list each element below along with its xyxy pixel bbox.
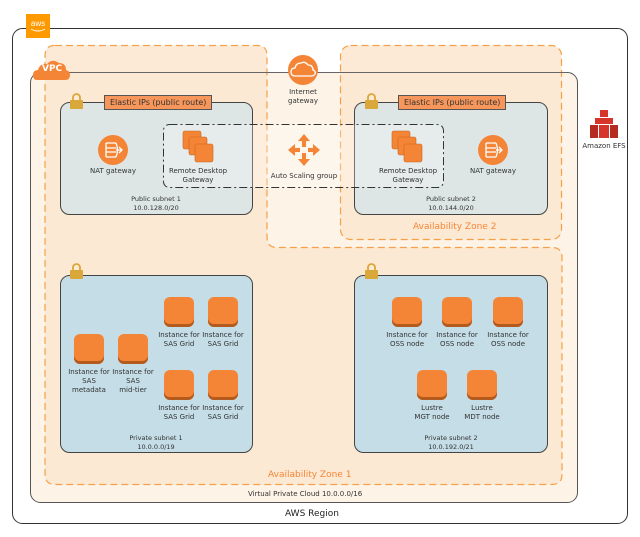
vpc-cloud-icon xyxy=(33,60,70,80)
ec2-instance-icon xyxy=(467,370,497,400)
instance-label-lustre-mdt: Lustre MDT node xyxy=(464,404,500,421)
vpc-badge-label: VPC xyxy=(42,64,63,74)
ec2-instance-icon xyxy=(392,297,422,327)
aws-logo-icon: aws xyxy=(26,14,50,38)
instance-label-sas-grid: Instance for SAS Grid xyxy=(158,404,200,421)
remote-desktop-gateway-icon xyxy=(182,130,214,163)
ec2-instance-icon xyxy=(74,334,104,364)
ec2-instance-icon xyxy=(417,370,447,400)
lock-icon xyxy=(70,263,83,279)
lock-icon xyxy=(365,93,378,109)
ec2-instance-icon xyxy=(164,297,194,327)
remote-desktop-gateway-label: Remote Desktop Gateway xyxy=(378,167,438,184)
svg-text:aws: aws xyxy=(31,19,45,28)
vpc-label: Virtual Private Cloud 10.0.0.0/16 xyxy=(248,490,363,498)
instance-label-oss-node: Instance for OSS node xyxy=(436,331,478,348)
private-subnet-2-label: Private subnet 2 10.0.192.0/21 xyxy=(424,434,478,451)
instance-label-sas-metadata: Instance for SAS metadata xyxy=(68,368,110,394)
nat-gateway-label: NAT gateway xyxy=(90,167,136,175)
nat-gateway-icon xyxy=(478,135,508,165)
availability-zone-1-label: Availability Zone 1 xyxy=(268,470,352,480)
instance-label-oss-node: Instance for OSS node xyxy=(386,331,428,348)
remote-desktop-gateway-label: Remote Desktop Gateway xyxy=(168,167,228,184)
elastic-ips-label: Elastic IPs (public route) xyxy=(104,95,213,110)
private-subnet-1-label: Private subnet 1 10.0.0.0/19 xyxy=(129,434,183,451)
elastic-ips-label: Elastic IPs (public route) xyxy=(398,95,507,110)
ec2-instance-icon xyxy=(208,370,238,400)
ec2-instance-icon xyxy=(208,297,238,327)
instance-label-sas-mid-tier: Instance for SAS mid-tier xyxy=(112,368,154,394)
public-subnet-2-label: Public subnet 2 10.0.144.0/20 xyxy=(426,195,476,212)
ec2-instance-icon xyxy=(164,370,194,400)
ec2-instance-icon xyxy=(493,297,523,327)
internet-gateway-label: Internet gateway xyxy=(288,88,318,105)
amazon-efs-icon xyxy=(590,110,618,138)
instance-label-oss-node: Instance for OSS node xyxy=(487,331,529,348)
lock-icon xyxy=(70,93,83,109)
auto-scaling-group-label: Auto Scaling group xyxy=(270,172,338,180)
availability-zone-2-label: Availability Zone 2 xyxy=(413,222,497,232)
nat-gateway-icon xyxy=(98,135,128,165)
instance-label-sas-grid: Instance for SAS Grid xyxy=(202,331,244,348)
remote-desktop-gateway-icon xyxy=(391,130,423,163)
instance-label-sas-grid: Instance for SAS Grid xyxy=(202,404,244,421)
instance-label-sas-grid: Instance for SAS Grid xyxy=(158,331,200,348)
lock-icon xyxy=(365,263,378,279)
aws-region-label: AWS Region xyxy=(285,509,339,519)
internet-gateway-icon xyxy=(288,55,318,85)
public-subnet-1-label: Public subnet 1 10.0.128.0/20 xyxy=(131,195,181,212)
private-subnet-1-box xyxy=(60,275,253,453)
nat-gateway-label: NAT gateway xyxy=(470,167,516,175)
ec2-instance-icon xyxy=(118,334,148,364)
ec2-instance-icon xyxy=(442,297,472,327)
auto-scaling-icon xyxy=(288,134,320,166)
amazon-efs-label: Amazon EFS xyxy=(582,142,626,150)
instance-label-lustre-mgt: Lustre MGT node xyxy=(414,404,450,421)
